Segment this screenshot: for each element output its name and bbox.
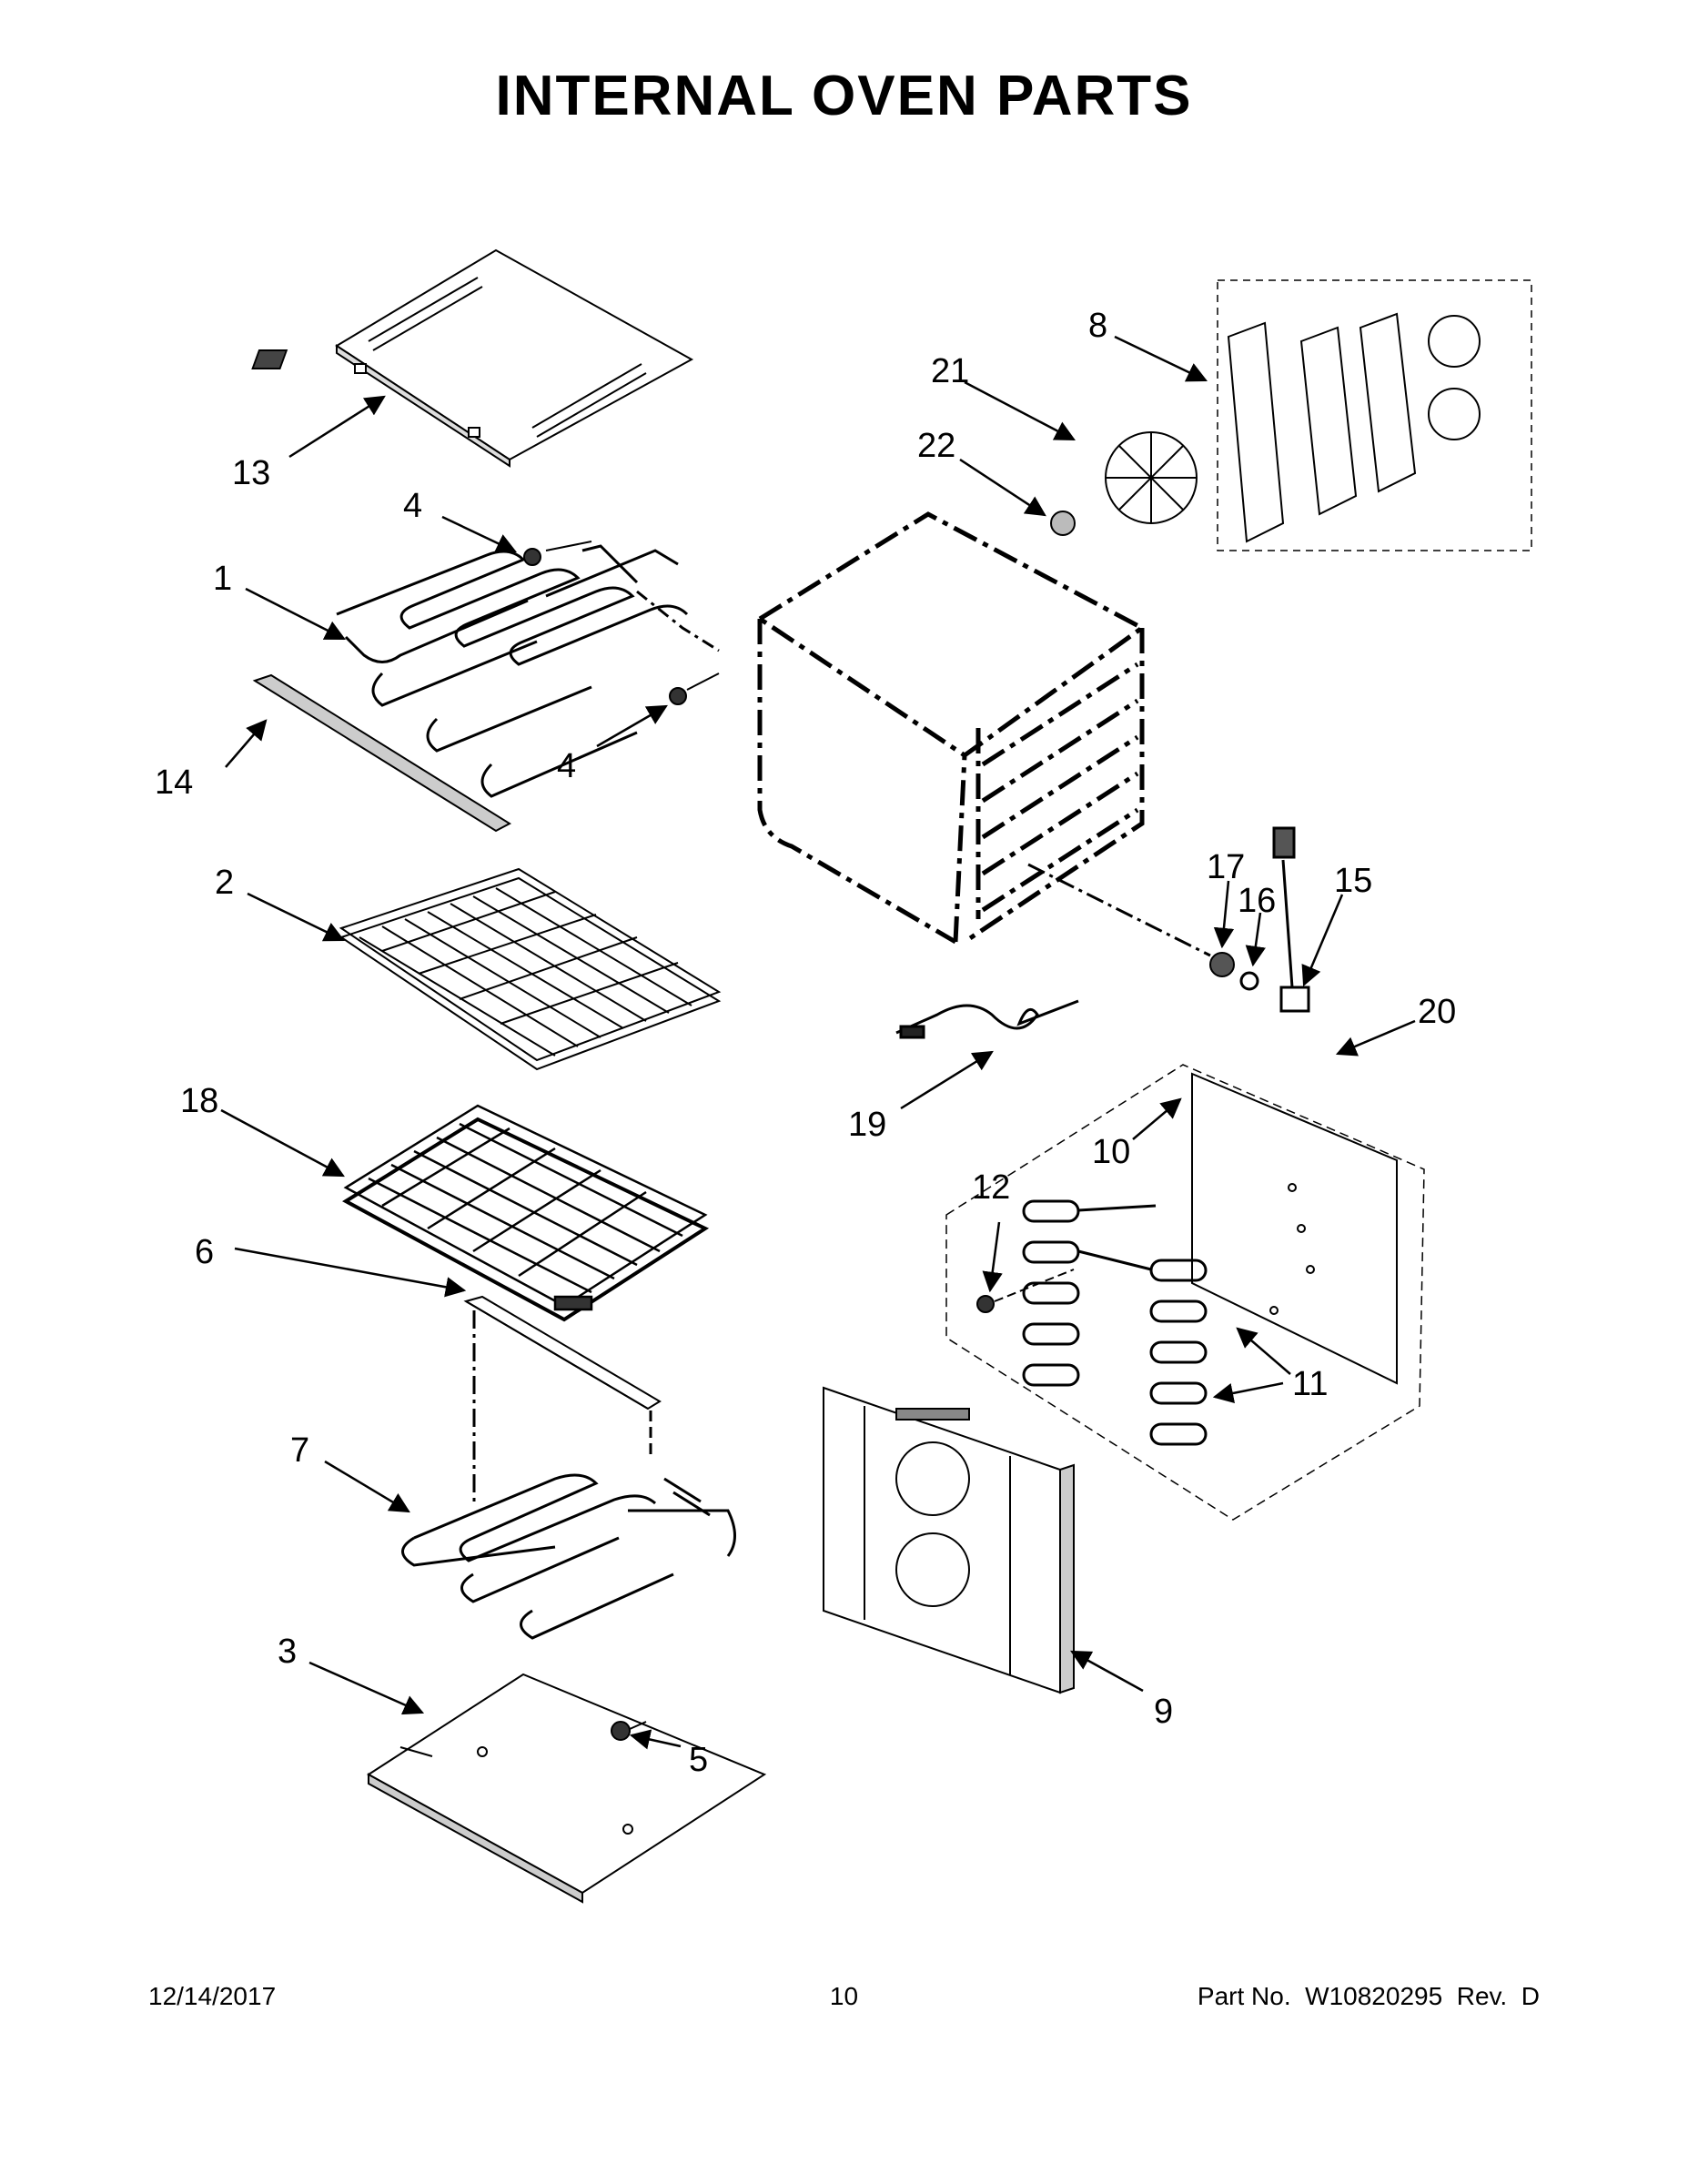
part-4-screw-upper — [523, 541, 592, 566]
page-title: INTERNAL OVEN PARTS — [495, 65, 1193, 127]
footer-date: 12/14/2017 — [148, 1982, 277, 2010]
part-7-lower-element — [401, 1473, 736, 1640]
footer-page-number: 10 — [829, 1982, 859, 2010]
part-9-rear-fan-panel — [823, 1386, 1075, 1694]
oven-cavity — [755, 511, 1147, 945]
callout-13: 13 — [232, 454, 270, 492]
callout-19: 19 — [848, 1106, 886, 1144]
part-15-sensor — [1272, 826, 1310, 1013]
callout-6: 6 — [195, 1233, 214, 1271]
connector-line-1 — [636, 590, 720, 652]
part-19-probe — [895, 999, 1079, 1039]
part-2-oven-rack — [339, 867, 722, 1071]
callout-16: 16 — [1238, 882, 1276, 920]
part-17-nut — [1209, 952, 1235, 977]
callout-18: 18 — [180, 1082, 218, 1120]
callout-8: 8 — [1088, 307, 1107, 345]
callout-14: 14 — [155, 763, 193, 802]
callout-21: 21 — [931, 352, 969, 390]
callout-15: 15 — [1334, 862, 1372, 900]
part-3-bottom-cover — [367, 1673, 767, 1904]
callout-arrows — [220, 335, 1416, 1750]
part-18-sliding-rack — [342, 1104, 710, 1322]
callout-7: 7 — [290, 1431, 309, 1470]
callout-1: 1 — [213, 560, 232, 598]
callout-5: 5 — [689, 1741, 708, 1779]
part-16-washer — [1239, 971, 1259, 991]
connector-line-17 — [1027, 863, 1211, 957]
part-4-screw-lower — [669, 672, 720, 705]
callout-4-lower: 4 — [557, 747, 576, 785]
footer-part-number: Part No. W10820295 Rev. D — [1197, 1982, 1540, 2010]
callout-20: 20 — [1418, 993, 1456, 1031]
callout-9: 9 — [1154, 1693, 1173, 1731]
part-22-fan-nut — [1050, 511, 1076, 536]
callout-17: 17 — [1207, 848, 1245, 886]
part-13-top-cover — [251, 248, 694, 468]
callout-12: 12 — [972, 1168, 1010, 1207]
part-20-outline — [945, 1064, 1425, 1521]
callout-labels: 13 4 1 4 14 2 18 6 7 3 5 8 21 22 17 16 1… — [155, 307, 1456, 1779]
callout-10: 10 — [1092, 1133, 1130, 1171]
part-8-control-assembly — [1217, 279, 1532, 551]
part-11-convection-element — [1022, 1199, 1208, 1446]
part-1-bake-element — [336, 544, 689, 798]
part-21-fan-blade — [1105, 431, 1198, 524]
part-10-back-panel — [1191, 1072, 1398, 1385]
part-6-vent-strip — [463, 1295, 662, 1410]
callout-3: 3 — [278, 1633, 297, 1671]
part-12-screw — [976, 1269, 1075, 1313]
part-14-trim-strip — [252, 673, 512, 833]
callout-11: 11 — [1292, 1365, 1328, 1403]
callout-22: 22 — [917, 427, 955, 465]
callout-4-upper: 4 — [403, 487, 422, 525]
callout-2: 2 — [215, 864, 234, 902]
